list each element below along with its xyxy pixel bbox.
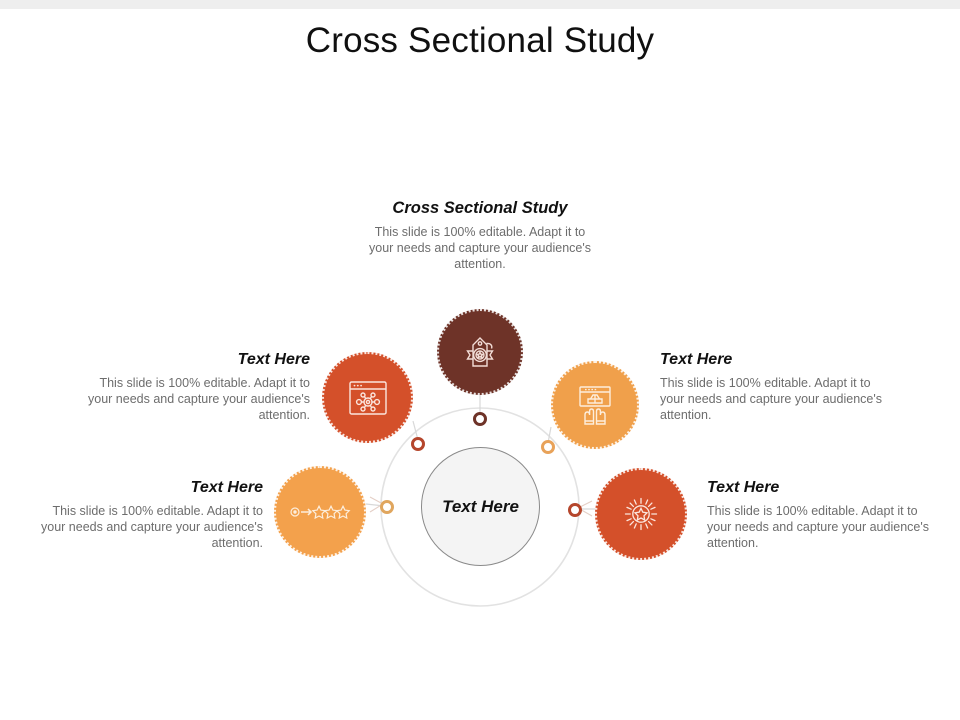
intro-text-block: Cross Sectional Study This slide is 100%… xyxy=(364,199,596,272)
slide-canvas: Cross Sectional Study Text Here xyxy=(0,9,960,720)
connector-ring-lower-right xyxy=(568,503,582,517)
connector-ring-upper-left xyxy=(411,437,425,451)
radial-diagram: Text Here xyxy=(0,9,960,720)
price-tag-badge-icon xyxy=(458,330,502,374)
connector-ring-lower-left xyxy=(380,500,394,514)
callout-body: This slide is 100% editable. Adapt it to… xyxy=(88,376,310,422)
node-lower-left[interactable] xyxy=(274,466,366,558)
callout-body: This slide is 100% editable. Adapt it to… xyxy=(707,504,929,550)
presentation-hands-icon xyxy=(572,383,618,427)
node-lower-right[interactable] xyxy=(595,468,687,560)
callout-lower-left: Text Here This slide is 100% editable. A… xyxy=(31,479,263,551)
callout-upper-left: Text Here This slide is 100% editable. A… xyxy=(78,351,310,423)
intro-heading: Cross Sectional Study xyxy=(392,199,568,217)
center-label: Text Here xyxy=(442,496,519,516)
browser-network-icon xyxy=(345,378,391,418)
callout-heading: Text Here xyxy=(707,479,780,496)
top-band xyxy=(0,0,960,9)
connector-ring-upper-right xyxy=(541,440,555,454)
page-title: Cross Sectional Study xyxy=(305,21,655,60)
connector-ring-top xyxy=(473,412,487,426)
callout-heading: Text Here xyxy=(237,351,310,368)
callout-upper-right: Text Here This slide is 100% editable. A… xyxy=(660,351,892,423)
node-upper-right[interactable] xyxy=(551,361,639,449)
callout-heading: Text Here xyxy=(660,351,733,368)
callout-body: This slide is 100% editable. Adapt it to… xyxy=(41,504,263,550)
callout-body: This slide is 100% editable. Adapt it to… xyxy=(660,376,882,422)
callout-heading: Text Here xyxy=(190,479,263,496)
intro-body: This slide is 100% editable. Adapt it to… xyxy=(369,225,591,271)
center-circle[interactable]: Text Here xyxy=(421,447,540,566)
callout-lower-right: Text Here This slide is 100% editable. A… xyxy=(707,479,939,551)
node-upper-left[interactable] xyxy=(322,352,413,443)
rating-stars-arrow-icon xyxy=(289,502,351,522)
radiant-star-icon xyxy=(617,490,665,538)
node-top[interactable] xyxy=(437,309,523,395)
